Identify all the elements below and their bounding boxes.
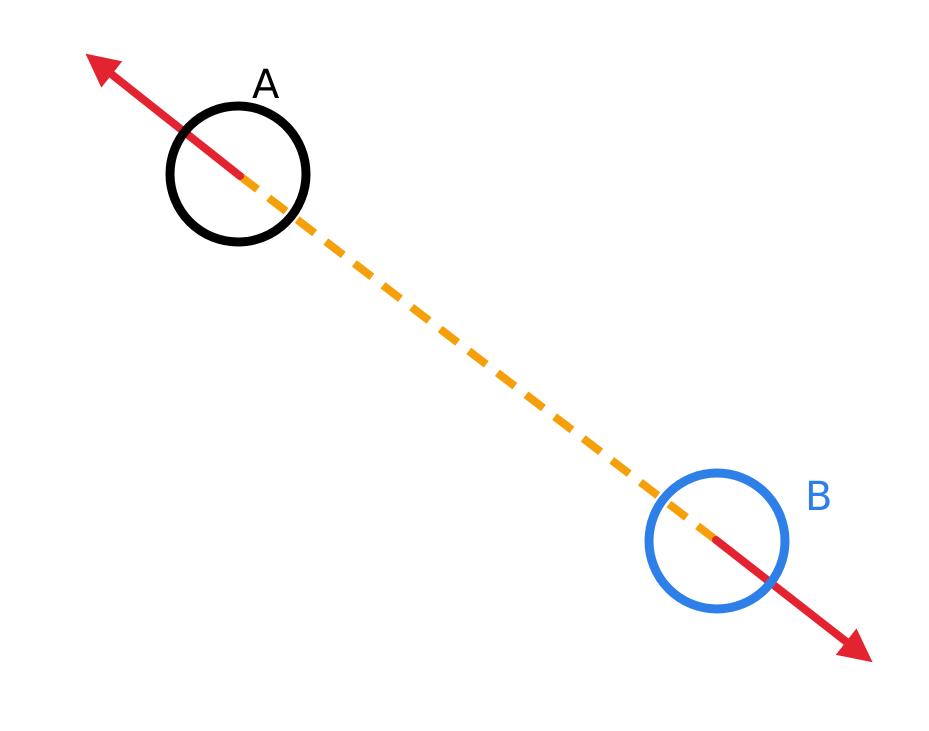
node-a-circle bbox=[165, 101, 311, 247]
dashed-connector-a-b bbox=[237, 172, 719, 544]
node-b: B bbox=[644, 468, 832, 614]
node-a: A bbox=[165, 62, 311, 247]
arrow-from-a bbox=[85, 53, 244, 180]
arrow-from-b bbox=[712, 536, 873, 663]
node-b-label: B bbox=[805, 474, 832, 520]
node-a-label: A bbox=[252, 62, 280, 108]
node-b-circle bbox=[644, 468, 790, 614]
